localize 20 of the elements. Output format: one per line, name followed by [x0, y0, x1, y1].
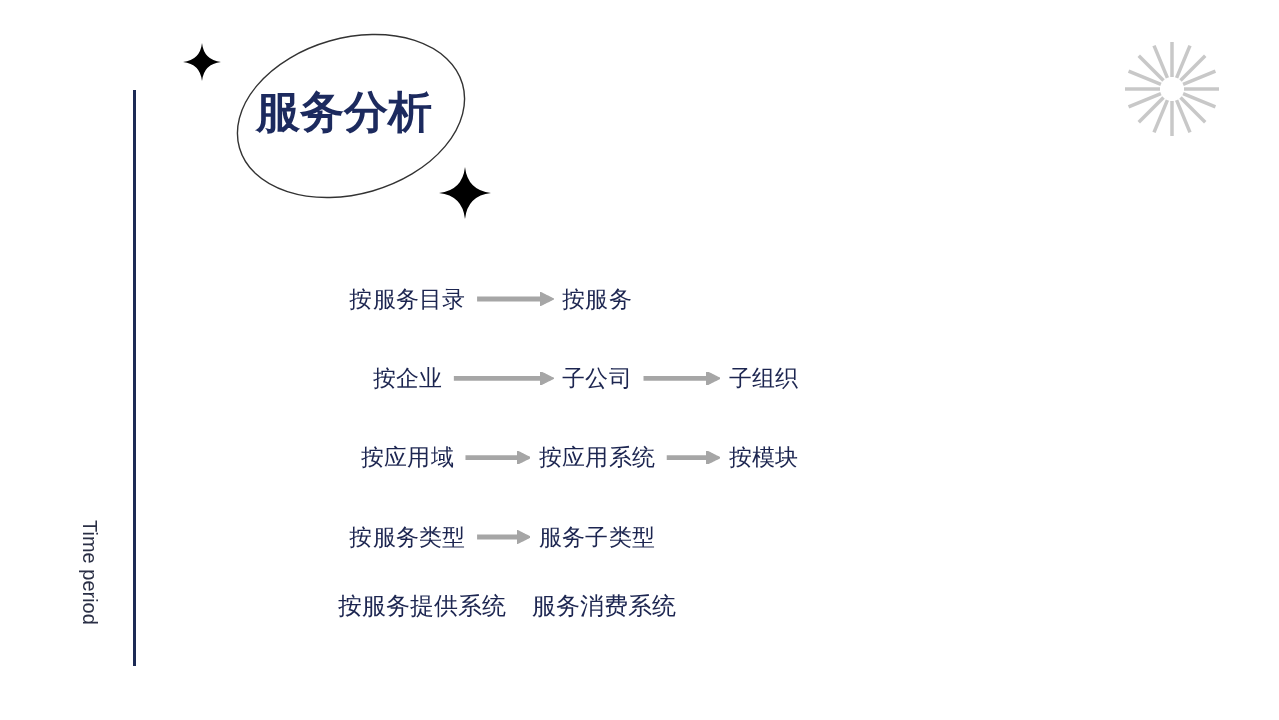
- arrow: [453, 370, 555, 386]
- node-text: 按应用域: [360, 444, 454, 471]
- side-label: Time period: [78, 520, 101, 625]
- node-text: 按模块: [728, 444, 799, 471]
- node-text: 按应用系统: [539, 444, 656, 471]
- node-text: 按服务类型: [349, 523, 466, 550]
- node-text: 按服务目录: [349, 285, 466, 312]
- node-text: 按企业: [372, 364, 443, 391]
- arrow: [465, 450, 531, 466]
- category-text: 服务消费系统: [532, 591, 676, 621]
- arrow: [643, 370, 721, 386]
- arrow: [666, 450, 721, 466]
- category-text: 按服务提供系统: [338, 591, 506, 621]
- arrow: [477, 529, 531, 545]
- title: 服务分析: [256, 86, 432, 138]
- node-text: 子公司: [562, 364, 632, 391]
- arrow: [477, 291, 555, 307]
- node-text: 子组织: [728, 364, 799, 391]
- node-text: 按服务: [562, 285, 632, 312]
- node-text: 服务子类型: [539, 523, 656, 550]
